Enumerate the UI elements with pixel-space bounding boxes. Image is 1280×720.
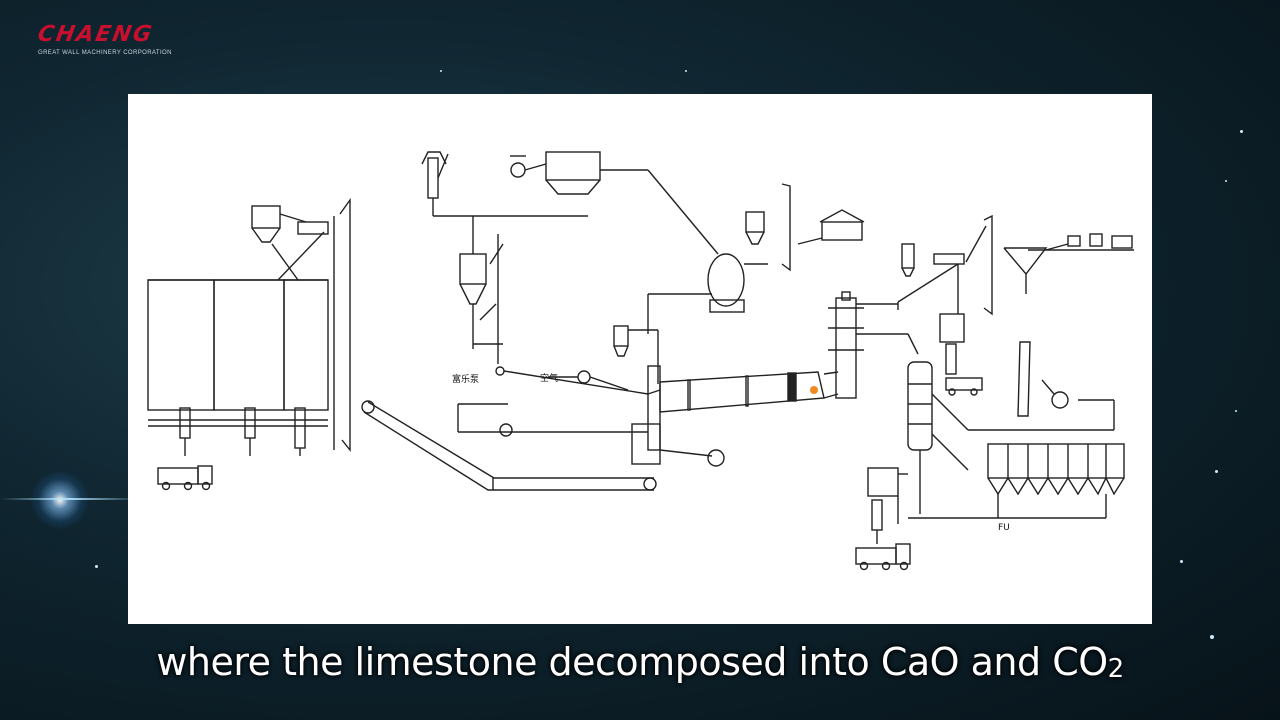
star — [1240, 130, 1243, 133]
star — [95, 565, 98, 568]
fu-conveyor-line — [908, 494, 1107, 519]
lens-flare-streak — [0, 498, 140, 500]
process-flow-diagram: 空气 富乐泵 FU — [128, 94, 1152, 624]
bag-filter-top — [510, 151, 719, 255]
logo-wordmark: CHAENG — [35, 22, 156, 47]
logo-tagline: GREAT WALL MACHINERY CORPORATION — [38, 50, 172, 56]
star — [440, 70, 442, 72]
star — [1225, 180, 1227, 182]
bucket-elevator-left — [271, 197, 351, 452]
chimney-stack — [1017, 341, 1031, 417]
star — [1180, 560, 1183, 563]
bag-filter-bottom — [931, 379, 1125, 496]
star — [1215, 470, 1218, 473]
brand-logo: CHAENG GREAT WALL MACHINERY CORPORATION — [35, 22, 188, 62]
lens-flare — [30, 470, 90, 530]
fu-conveyor-label: FU — [998, 523, 1010, 533]
rotary-kiln — [659, 371, 839, 413]
video-subtitle: where the limestone decomposed into CaO … — [0, 640, 1280, 684]
pump-label: 富乐泵 — [452, 373, 479, 385]
star — [1210, 635, 1214, 639]
belt-conveyor — [361, 400, 657, 491]
air-label: 空气 — [540, 372, 558, 384]
cyclone-separator — [613, 325, 659, 384]
kiln-hood-tower — [828, 291, 919, 399]
subtitle-text: where the limestone decomposed into CaO … — [156, 640, 1108, 684]
truck-left — [157, 465, 213, 491]
coal-grinding-unit — [421, 151, 588, 364]
kiln-inlet-housing — [631, 365, 725, 467]
right-top-equipment — [897, 214, 1134, 396]
cooler-column — [907, 361, 933, 514]
subtitle-subscript: 2 — [1107, 654, 1125, 684]
star — [1235, 410, 1237, 412]
vertical-mill — [647, 253, 768, 334]
star — [685, 70, 687, 72]
storage-warehouse — [745, 183, 865, 272]
dust-collector-left — [251, 205, 329, 243]
limestone-silos — [147, 279, 329, 456]
kiln-status-indicator — [810, 386, 818, 394]
pneumatic-pump — [457, 366, 649, 437]
diagram-canvas: 空气 富乐泵 FU — [147, 151, 1134, 571]
product-silo-center — [867, 467, 908, 544]
truck-center — [855, 543, 911, 571]
